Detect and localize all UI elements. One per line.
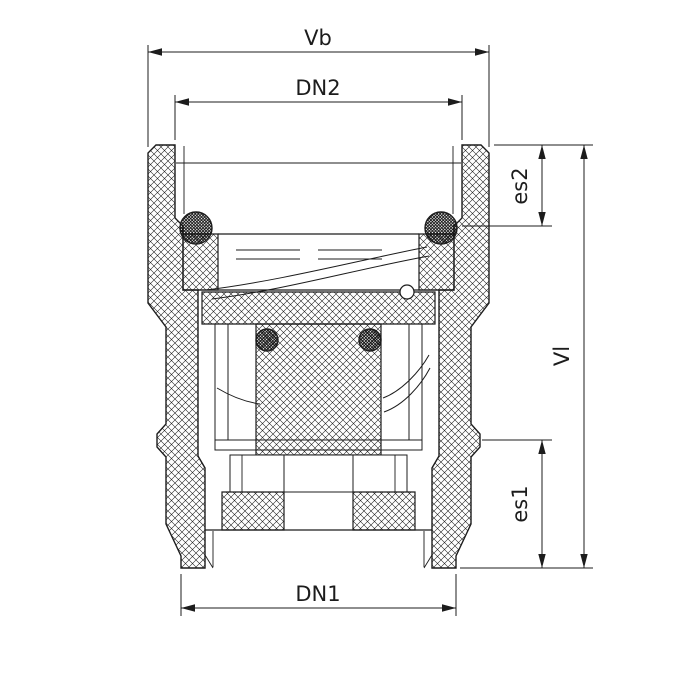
dimension-label-es1: es1 — [508, 485, 532, 522]
piston-assembly — [201, 291, 436, 531]
dn1-arrowhead-left — [181, 604, 195, 612]
ball-detail — [399, 284, 415, 300]
vl-arrowhead-bottom — [580, 554, 588, 568]
vl-arrowhead-top — [580, 145, 588, 159]
bottom-port — [204, 529, 433, 569]
dimension-vb: Vb — [147, 26, 490, 147]
spring-curve-upper-2 — [211, 255, 430, 300]
dimension-label-vl: Vl — [550, 346, 574, 366]
cup-left-wall — [214, 323, 229, 449]
top-port — [176, 146, 461, 214]
o-ring-large-left — [179, 211, 213, 245]
guide-band-lines — [241, 455, 396, 492]
dn1-arrowhead-right — [442, 604, 456, 612]
cup-right-wall — [408, 323, 423, 449]
o-ring-small-right — [358, 328, 382, 352]
es1-arrowhead-bottom — [538, 554, 546, 568]
spring-curve-upper-1 — [205, 246, 428, 291]
vb-arrowhead-right — [475, 48, 489, 56]
bottom-insert-right-block — [352, 491, 416, 531]
stem — [283, 454, 354, 493]
piston-disc — [201, 291, 436, 325]
dimension-dn2: DN2 — [174, 76, 463, 140]
es1-arrowhead-top — [538, 440, 546, 454]
dimension-label-dn2: DN2 — [295, 76, 340, 100]
dn2-arrowhead-right — [448, 98, 462, 106]
dimension-label-dn1: DN1 — [295, 582, 340, 606]
dimension-es1: es1 — [482, 439, 552, 568]
spring-curve-right-1 — [382, 354, 430, 399]
spring-curve-right-2 — [383, 367, 431, 413]
vb-arrowhead-left — [148, 48, 162, 56]
o-ring-small-left — [255, 328, 279, 352]
dimension-label-vb: Vb — [304, 26, 332, 50]
dimension-es2: es2 — [462, 144, 593, 227]
bottom-chamfer-lines — [204, 554, 433, 569]
dimension-dn1: DN1 — [180, 574, 457, 616]
top-thread-lines — [183, 146, 454, 214]
vb-extension-lines — [147, 45, 490, 147]
dn1-extension-lines — [180, 574, 457, 616]
dimension-label-es2: es2 — [508, 167, 532, 204]
dn2-arrowhead-left — [175, 98, 189, 106]
spring-curve-left — [216, 387, 261, 405]
seat-insert — [182, 233, 455, 291]
bottom-insert-left-block — [221, 491, 285, 531]
dimension-vl: Vl — [460, 145, 593, 569]
spring — [205, 246, 431, 413]
es2-arrowhead-top — [538, 145, 546, 159]
seat-slot-lines — [236, 249, 382, 260]
o-rings — [179, 211, 458, 352]
bottom-thread-lines — [212, 531, 425, 567]
o-ring-large-right — [424, 211, 458, 245]
es2-arrowhead-bottom — [538, 212, 546, 226]
